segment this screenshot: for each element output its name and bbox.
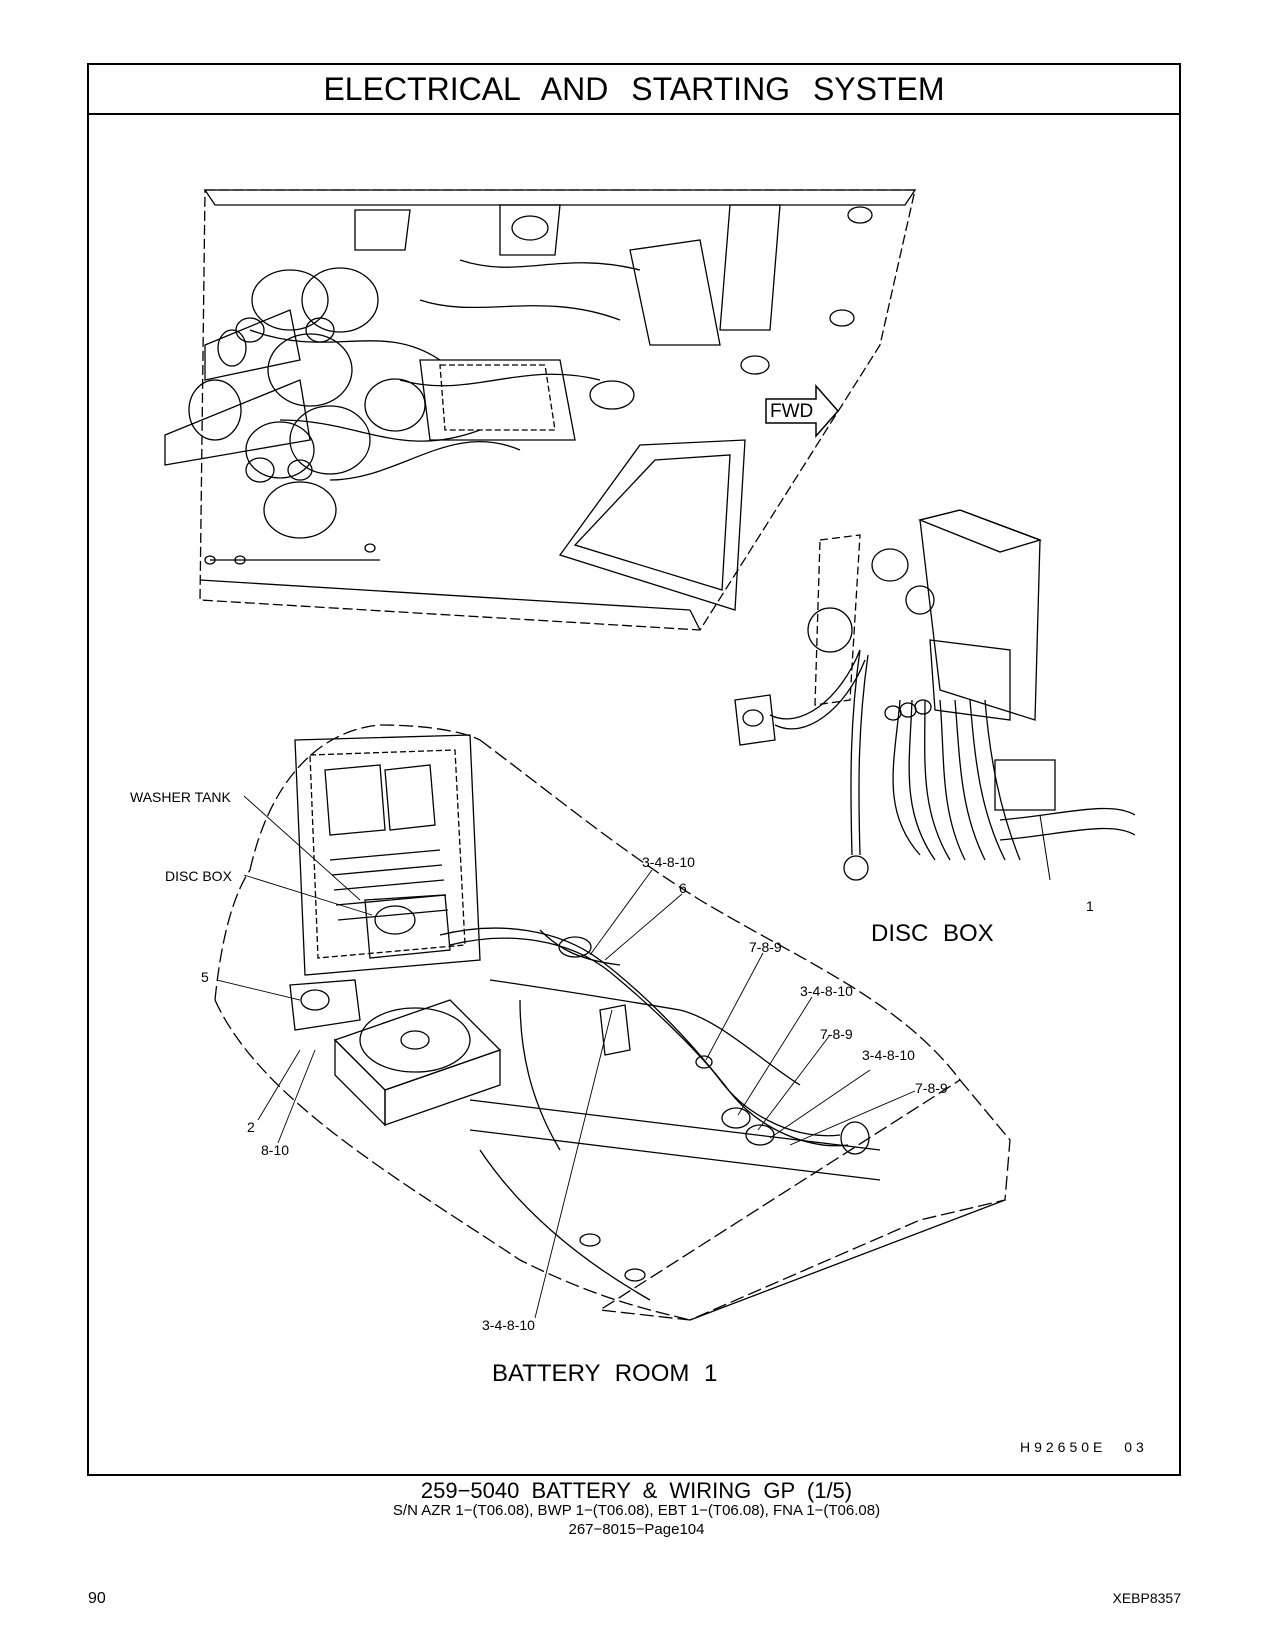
callout-2: 2 [247,1119,255,1135]
callout-1: 1 [1086,898,1094,914]
caption-serial-numbers: S/N AZR 1−(T06.08), BWP 1−(T06.08), EBT … [392,1502,881,1519]
fwd-label: FWD [770,401,814,422]
callout-5: 5 [201,969,209,985]
callout-disc-box: DISC BOX [165,868,232,884]
callout-3-4-8-10-mid: 3-4-8-10 [800,983,853,999]
callout-7-8-9-mid: 7-8-9 [820,1026,853,1042]
fwd-arrow-icon [765,384,839,438]
callout-3-4-8-10-top: 3-4-8-10 [642,854,695,870]
figure-id: H92650E 03 [1020,1439,1148,1455]
caption-page-ref: 267−8015−Page104 [568,1521,705,1538]
callout-7-8-9-lower: 7-8-9 [915,1080,948,1096]
callout-3-4-8-10-bottom: 3-4-8-10 [482,1317,535,1333]
callout-6: 6 [679,880,687,896]
page-number: 90 [88,1590,106,1607]
disc-box-view-title: DISC BOX [871,920,994,947]
callout-3-4-8-10-lower: 3-4-8-10 [862,1047,915,1063]
battery-room-view-title: BATTERY ROOM 1 [492,1360,718,1387]
callout-washer-tank: WASHER TANK [130,789,231,805]
upper-frame-view [164,189,917,631]
disc-box-detail [734,509,1136,881]
callout-7-8-9-top: 7-8-9 [749,939,782,955]
caption-title: 259−5040 BATTERY & WIRING GP (1/5) [420,1478,853,1503]
document-code: XEBP8357 [1112,1590,1182,1606]
callout-leaders [216,795,916,1319]
section-title: ELECTRICAL AND STARTING SYSTEM [89,65,1179,115]
illustration-frame: ELECTRICAL AND STARTING SYSTEM [87,63,1181,1476]
callout-8-10: 8-10 [261,1142,290,1158]
battery-room-view [214,724,1011,1321]
